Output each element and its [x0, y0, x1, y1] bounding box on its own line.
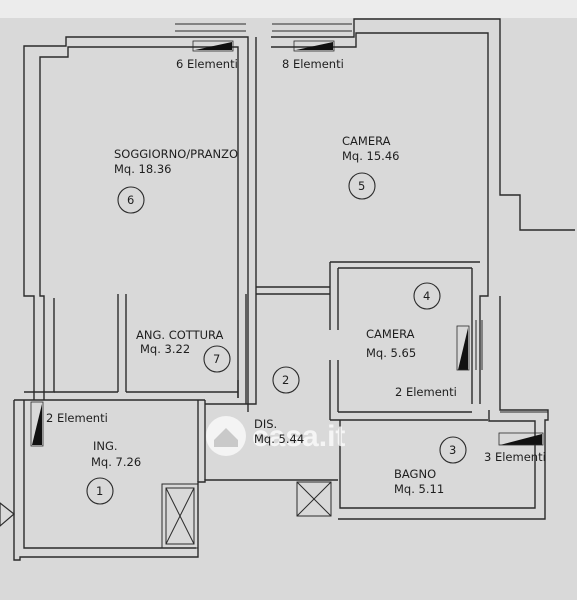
room-number-bagno: 3	[449, 443, 456, 457]
room-name-camera: CAMERA	[342, 134, 391, 148]
radiator-label-camera: 8 Elementi	[282, 57, 344, 71]
radiator-label-bagno: 3 Elementi	[484, 450, 546, 464]
radiator-bagno-icon	[500, 434, 542, 445]
room-name-cottura: ANG. COTTURA	[136, 328, 224, 342]
room-name-dis: DIS.	[254, 417, 277, 431]
entrance-door-marker	[0, 502, 15, 527]
radiator-soggiorno-icon	[195, 42, 232, 50]
interior-walls	[54, 261, 488, 482]
closet-ingresso	[161, 483, 199, 549]
room-area-camera: Mq. 15.46	[342, 149, 399, 163]
room-number-circle	[348, 172, 376, 200]
room-area-cottura: Mq. 3.22	[140, 342, 190, 356]
room-number-circle	[86, 477, 114, 505]
room-area-camera-small: Mq. 5.65	[366, 346, 416, 360]
watermark-text: casa.it	[252, 420, 345, 453]
radiator-camera-icon	[296, 42, 333, 50]
room-number-camera: 5	[358, 179, 365, 193]
room-number-circle	[203, 345, 231, 373]
watermark: casa.it	[206, 416, 345, 456]
radiator-label-ingresso: 2 Elementi	[46, 411, 108, 425]
radiator-label-soggiorno: 6 Elementi	[176, 57, 238, 71]
house-icon	[214, 428, 238, 447]
room-name-ingresso: ING.	[93, 439, 118, 453]
room-area-dis: Mq. 5.44	[254, 432, 304, 446]
room-number-soggiorno: 6	[127, 193, 134, 207]
room-name-camera-small: CAMERA	[366, 327, 415, 341]
radiator-ingresso-icon	[32, 404, 42, 445]
room-number-circle	[413, 282, 441, 310]
room-number-circle	[272, 366, 300, 394]
closet-disimpegno	[296, 481, 332, 517]
room-number-cottura: 7	[213, 352, 220, 366]
radiator-camera-small-icon	[458, 328, 468, 370]
room-name-soggiorno: SOGGIORNO/PRANZO	[114, 147, 238, 161]
room-number-ingresso: 1	[96, 484, 103, 498]
room-number-dis: 2	[282, 373, 289, 387]
room-number-circle	[439, 436, 467, 464]
radiator-label-camera-small: 2 Elementi	[395, 385, 457, 399]
room-area-bagno: Mq. 5.11	[394, 482, 444, 496]
room-number-camera-small: 4	[423, 289, 430, 303]
room-area-soggiorno: Mq. 18.36	[114, 162, 171, 176]
room-name-bagno: BAGNO	[394, 467, 436, 481]
room-area-ingresso: Mq. 7.26	[91, 455, 141, 469]
paper-top-edge	[0, 0, 577, 18]
room-number-circle	[117, 186, 145, 214]
